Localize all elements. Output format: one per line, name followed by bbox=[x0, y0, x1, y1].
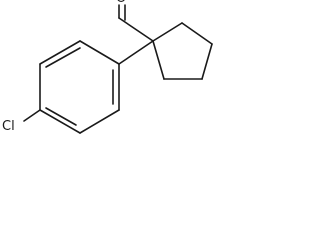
cyclopentane-bond-1 bbox=[152, 22, 183, 42]
aryl-to-chlorine-bond bbox=[23, 109, 41, 122]
ring-double-bond-inner-2 bbox=[45, 107, 77, 126]
cyclopentane-bond-5 bbox=[152, 40, 165, 80]
cyclopentane-bond-3 bbox=[201, 43, 213, 80]
chlorine-atom-label: Cl bbox=[2, 119, 15, 134]
cyclopentane-ring bbox=[152, 22, 213, 80]
ring-bond-2 bbox=[79, 109, 120, 134]
oxygen-label-bg bbox=[114, 0, 130, 4]
chlorine-label-bg bbox=[1, 117, 22, 133]
ring-double-bond-inner-3 bbox=[45, 47, 81, 68]
benzene-ring bbox=[39, 40, 120, 134]
aryl-to-quaternary-bond bbox=[118, 40, 154, 65]
ring-bond-3 bbox=[39, 109, 81, 134]
oxygen-atom-label: O bbox=[116, 0, 126, 6]
ring-bond-5 bbox=[39, 40, 81, 65]
quaternary-to-carbonyl-bond bbox=[118, 17, 154, 42]
cyclopentane-bond-2 bbox=[181, 22, 213, 45]
chemical-structure: O Cl bbox=[1, 0, 213, 134]
ring-bond-6 bbox=[79, 40, 120, 65]
